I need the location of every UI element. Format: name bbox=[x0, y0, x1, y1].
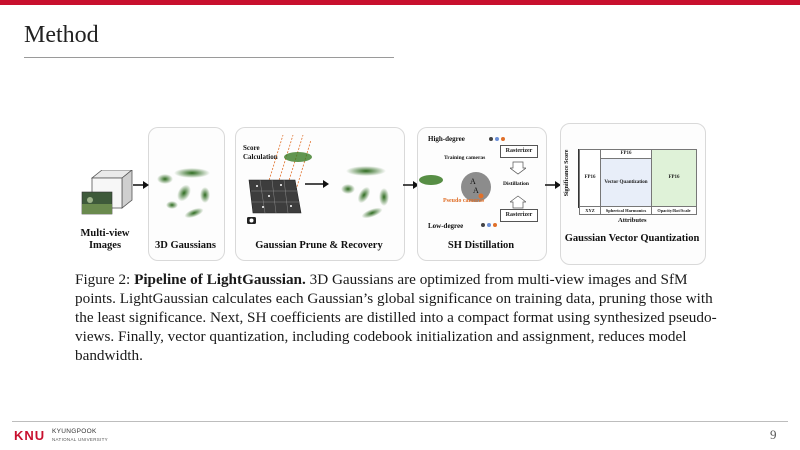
low-degree-dots-icon bbox=[481, 223, 497, 227]
svg-text:A: A bbox=[473, 186, 479, 195]
rasterizer-top-box: Rasterizer bbox=[500, 145, 538, 158]
score-label: Score Calculation bbox=[243, 144, 278, 161]
distillation-scene-icon: A A bbox=[419, 172, 491, 202]
arrow-right-icon bbox=[403, 181, 419, 189]
multiview-cube-icon bbox=[81, 170, 133, 215]
vq-col-sh: Spherical Harmonics bbox=[600, 206, 652, 215]
caption-bold: Pipeline of LightGaussian. bbox=[134, 271, 306, 288]
gaussians-label: 3D Gaussians bbox=[155, 240, 216, 251]
caption-prefix: Figure 2: bbox=[75, 271, 131, 288]
high-degree-dots-icon bbox=[489, 137, 505, 141]
distillation-label: Distillation bbox=[503, 181, 529, 187]
vq-fp16-right: FP16 bbox=[651, 149, 697, 207]
arrow-right-icon bbox=[305, 180, 329, 188]
distill-label: SH Distillation bbox=[447, 240, 515, 251]
distillation-arrows-icon bbox=[510, 161, 526, 209]
vq-vector-quantization: Vector Quantization bbox=[600, 158, 652, 207]
input-label: Multi-view Images bbox=[80, 228, 130, 251]
footer-divider bbox=[12, 421, 788, 422]
university-name: KYUNGPOOK bbox=[52, 428, 97, 435]
figure-caption: Figure 2: Pipeline of LightGaussian. 3D … bbox=[75, 270, 725, 365]
university-logo: KNU bbox=[14, 428, 46, 443]
page-number: 9 bbox=[770, 427, 777, 442]
vq-col-opacity: Opacity/Rot/Scale bbox=[651, 206, 697, 215]
pipeline-figure: Multi-view Images 3D Gaussians Score Cal… bbox=[0, 115, 800, 265]
slide-title: Method bbox=[24, 22, 99, 48]
high-degree-label: High-degree bbox=[428, 135, 465, 143]
vq-col-xyz: XYZ bbox=[579, 206, 601, 215]
training-cameras-label: Training cameras bbox=[444, 155, 486, 161]
gaussian-blobs-icon bbox=[157, 168, 210, 219]
vq-label: Gaussian Vector Quantization bbox=[564, 233, 700, 244]
university-subname: NATIONAL UNIVERSITY bbox=[52, 437, 108, 442]
rasterizer-bottom-box: Rasterizer bbox=[500, 209, 538, 222]
score-calculation-icon bbox=[247, 135, 312, 224]
svg-text:A: A bbox=[470, 177, 476, 186]
pseudo-cameras-label: Pseudo cameras bbox=[443, 198, 485, 204]
top-accent-bar bbox=[0, 0, 800, 5]
arrow-right-icon bbox=[133, 181, 149, 189]
arrow-right-icon bbox=[545, 181, 561, 189]
pruned-gaussians-icon bbox=[341, 166, 389, 219]
vq-y-axis-label: Significance Score bbox=[564, 149, 570, 197]
title-divider bbox=[24, 57, 394, 58]
low-degree-label: Low-degree bbox=[428, 222, 464, 230]
vq-fp16-left: FP16 bbox=[579, 149, 601, 207]
prune-label: Gaussian Prune & Recovery bbox=[255, 240, 383, 251]
vq-x-axis-label: Attributes bbox=[618, 217, 647, 224]
caption-body: 3D Gaussians are optimized from multi-vi… bbox=[75, 271, 717, 364]
